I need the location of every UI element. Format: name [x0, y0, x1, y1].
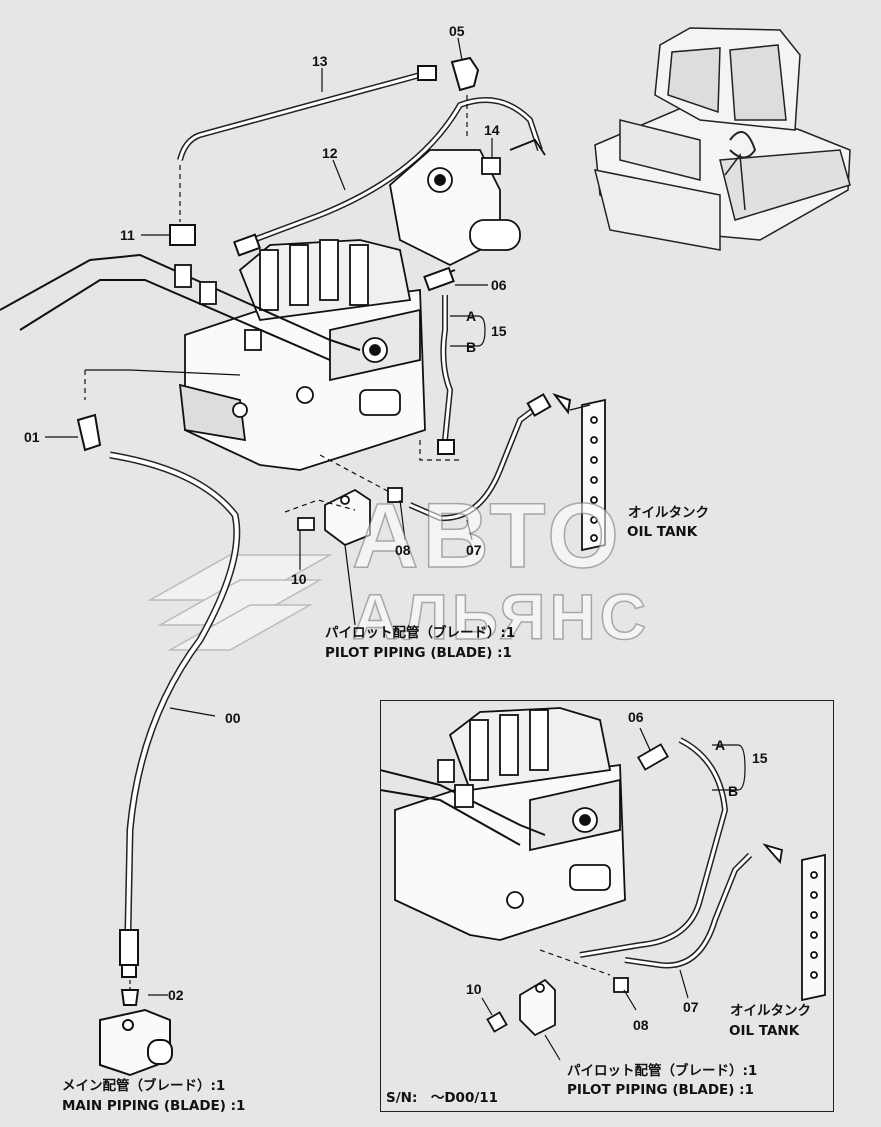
pilot-valve	[389, 138, 546, 267]
inset-oil-tank-label-jp: オイルタンク	[730, 1003, 811, 1019]
watermark-line1: АВТО	[351, 485, 623, 587]
main-piping-label-en: MAIN PIPING (BLADE) :1	[62, 1098, 246, 1114]
pilot-hoses	[319, 266, 572, 522]
leader-lines	[45, 37, 591, 996]
inset-callout-08: 08	[633, 1017, 649, 1033]
callout-10: 10	[291, 571, 307, 587]
control-valve	[0, 239, 426, 471]
inset-callout-07: 07	[683, 999, 699, 1015]
inset-pilot-piping-label-jp: パイロット配管（ブレード）:1	[567, 1063, 758, 1079]
oil-tank-plate	[581, 398, 606, 552]
inset-callout-06: 06	[628, 709, 644, 725]
oil-tank-label-jp: オイルタンク	[628, 505, 709, 521]
callout-05: 05	[449, 23, 465, 39]
inset-pilot-piping-label-en: PILOT PIPING (BLADE) :1	[567, 1082, 754, 1098]
callout-12: 12	[322, 145, 338, 161]
upper-hoses	[169, 56, 543, 257]
callout-A: A	[466, 308, 477, 324]
inset-oil-tank-label-en: OIL TANK	[729, 1023, 800, 1039]
callout-07: 07	[466, 542, 482, 558]
oil-tank-label-en: OIL TANK	[627, 524, 698, 540]
excavator-thumbnail	[593, 27, 851, 251]
callout-08: 08	[395, 542, 411, 558]
main-hose	[76, 369, 241, 1077]
watermark-logo	[147, 554, 333, 651]
inset-leader-lines	[481, 727, 746, 1061]
inset-callout-A: A	[715, 737, 726, 753]
callout-15: 15	[491, 323, 507, 339]
pilot-piping-label-en: PILOT PIPING (BLADE) :1	[325, 645, 512, 661]
pilot-block	[284, 487, 403, 547]
callout-11: 11	[120, 227, 135, 243]
pilot-piping-label-jp: パイロット配管（ブレード）:1	[325, 625, 516, 641]
main-piping-label-jp: メイン配管（ブレード）:1	[62, 1078, 226, 1094]
callout-02: 02	[168, 987, 184, 1003]
inset-frame	[380, 700, 834, 1112]
inset-drawing	[379, 707, 826, 1037]
watermark-line2: АЛЬЯНС	[351, 581, 650, 653]
inset-callout-10: 10	[466, 981, 482, 997]
callout-13: 13	[312, 53, 328, 69]
inset-callout-B: B	[728, 783, 739, 799]
callout-B: B	[466, 339, 477, 355]
serial-number-label: S/N: ～D00/11	[386, 1090, 499, 1106]
callout-01: 01	[24, 429, 40, 445]
callout-14: 14	[484, 122, 500, 138]
callout-06: 06	[491, 277, 507, 293]
inset-callout-15: 15	[752, 750, 768, 766]
callout-00: 00	[225, 710, 241, 726]
